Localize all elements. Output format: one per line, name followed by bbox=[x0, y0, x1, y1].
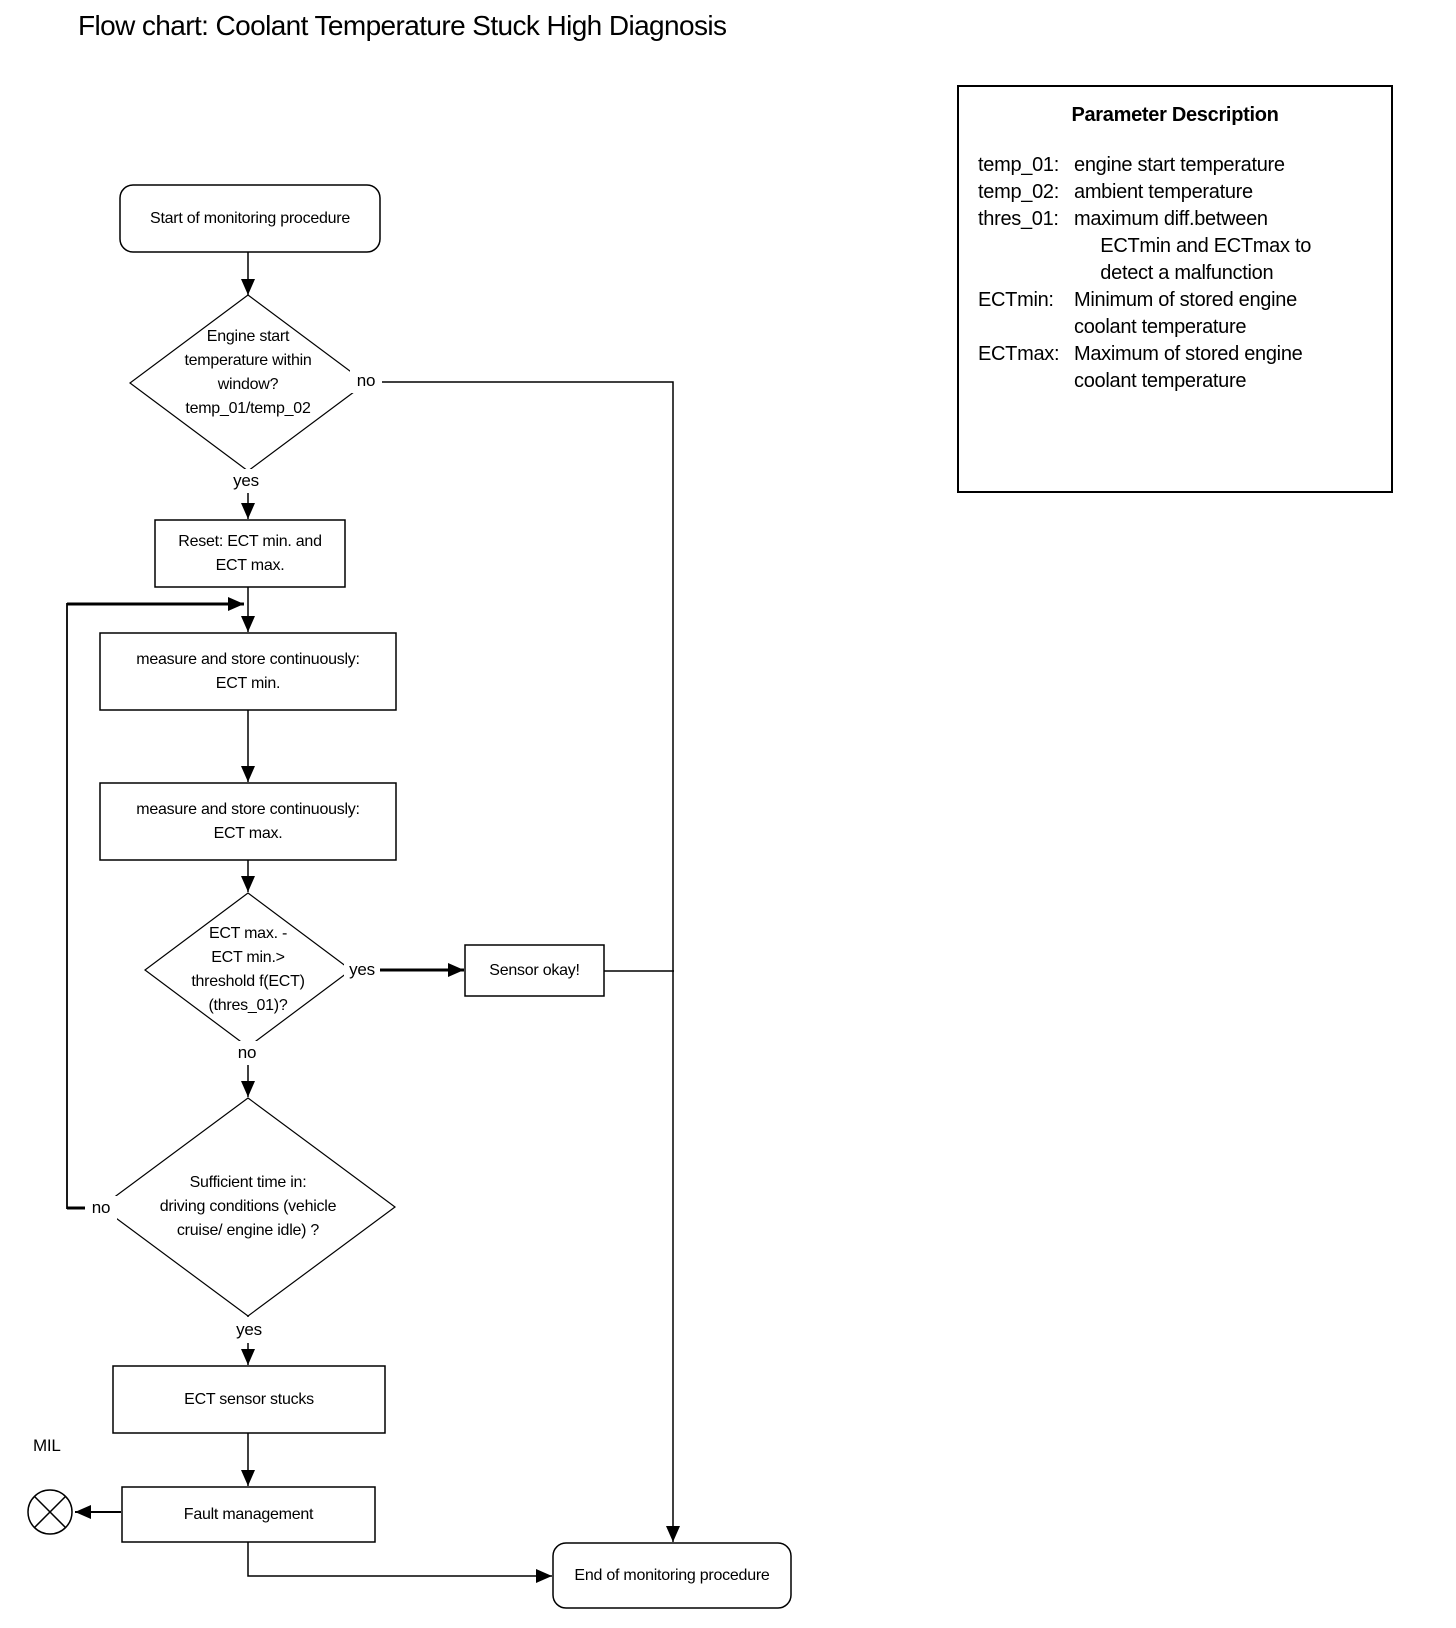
parameter-desc: Maximum of stored engine coolant tempera… bbox=[1074, 343, 1303, 392]
stucks-node-shape bbox=[112, 1365, 386, 1434]
edge-label-temp-no: no bbox=[350, 369, 382, 393]
parameter-label: temp_02: bbox=[978, 181, 1059, 203]
parameter-row: temp_01: engine start temperature bbox=[978, 152, 1391, 179]
parameter-label: thres_01: bbox=[978, 208, 1059, 230]
parameter-label: ECTmin: bbox=[978, 289, 1054, 311]
parameter-label: ECTmax: bbox=[978, 343, 1060, 365]
fault-management-node: Fault management bbox=[122, 1487, 375, 1542]
parameter-desc: maximum diff.between ECTmin and ECTmax t… bbox=[1074, 208, 1312, 284]
parameter-list: temp_01: engine start temperature temp_0… bbox=[959, 152, 1391, 395]
parameter-desc: engine start temperature bbox=[1074, 154, 1285, 176]
edge-label-threshold-yes: yes bbox=[344, 957, 380, 983]
measure-max-label: measure and store continuously: ECT max. bbox=[136, 800, 360, 842]
parameter-box-title: Parameter Description bbox=[1071, 104, 1279, 126]
edge-label-time-no: no bbox=[85, 1196, 117, 1220]
stucks-node-label: ECT sensor stucks bbox=[184, 1390, 314, 1408]
threshold-decision-label: ECT max. - ECT min.> threshold f(ECT) (t… bbox=[191, 925, 305, 1014]
temp-decision-node: Engine start temperature within window? … bbox=[130, 293, 366, 453]
mil-label: MIL bbox=[33, 1436, 61, 1455]
end-node-label: End of monitoring procedure bbox=[574, 1566, 770, 1584]
measure-min-node: measure and store continuously: ECT min. bbox=[100, 633, 396, 710]
reset-node-label: Reset: ECT min. and ECT max. bbox=[178, 532, 322, 574]
start-node-shape bbox=[119, 184, 381, 253]
edge-label-temp-yes: yes bbox=[226, 469, 266, 493]
sensor-okay-node-shape bbox=[464, 944, 605, 997]
sensor-okay-node: Sensor okay! bbox=[465, 945, 604, 996]
parameter-desc: ambient temperature bbox=[1074, 181, 1253, 203]
parameter-row: temp_02: ambient temperature bbox=[978, 179, 1391, 206]
parameter-description-box: Parameter Description temp_01: engine st… bbox=[957, 85, 1393, 493]
end-node-shape bbox=[552, 1542, 792, 1609]
parameter-row: ECTmax: Maximum of stored engine coolant… bbox=[978, 341, 1391, 395]
time-decision-node: Sufficient time in: driving conditions (… bbox=[101, 1098, 395, 1316]
stucks-node: ECT sensor stucks bbox=[113, 1366, 385, 1433]
reset-node-shape bbox=[154, 519, 346, 588]
time-decision-shape bbox=[99, 1097, 397, 1317]
fault-node-shape bbox=[121, 1486, 376, 1543]
threshold-decision-node: ECT max. - ECT min.> threshold f(ECT) (t… bbox=[145, 893, 351, 1047]
time-decision-label: Sufficient time in: driving conditions (… bbox=[159, 1174, 337, 1239]
edge-fault-to-end bbox=[247, 1542, 552, 1583]
parameter-row: thres_01: maximum diff.between ECTmin an… bbox=[978, 206, 1391, 287]
page-title: Flow chart: Coolant Temperature Stuck Hi… bbox=[78, 10, 727, 41]
end-node: End of monitoring procedure bbox=[553, 1543, 791, 1608]
sensor-okay-label: Sensor okay! bbox=[489, 961, 580, 979]
parameter-label: temp_01: bbox=[978, 154, 1059, 176]
temp-decision-label: Engine start temperature within window? … bbox=[184, 328, 312, 417]
edge-label-time-yes: yes bbox=[229, 1317, 269, 1343]
parameter-row: ECTmin: Minimum of stored engine coolant… bbox=[978, 287, 1391, 341]
reset-node: Reset: ECT min. and ECT max. bbox=[155, 520, 345, 587]
measure-min-node-shape bbox=[99, 632, 397, 711]
start-node-label: Start of monitoring procedure bbox=[150, 209, 350, 227]
measure-min-label: measure and store continuously: ECT min. bbox=[136, 650, 360, 692]
start-node: Start of monitoring procedure bbox=[120, 185, 380, 252]
fault-management-label: Fault management bbox=[183, 1505, 314, 1523]
edge-temp-no-to-end bbox=[378, 381, 680, 1542]
measure-max-node: measure and store continuously: ECT max. bbox=[100, 783, 396, 860]
edge-label-threshold-no: no bbox=[230, 1041, 264, 1065]
measure-max-node-shape bbox=[99, 782, 397, 861]
parameter-desc: Minimum of stored engine coolant tempera… bbox=[1074, 289, 1297, 338]
mil-indicator-icon bbox=[27, 1489, 73, 1535]
